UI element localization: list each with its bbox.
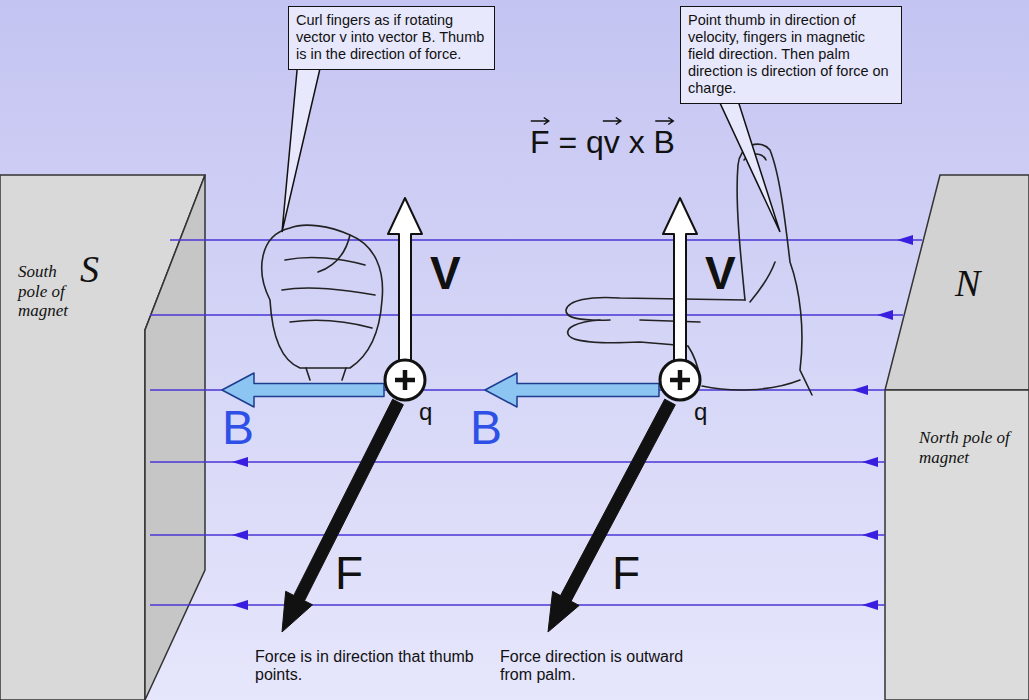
formula-title: F = qv x B [530, 118, 675, 166]
note-text: Force is in direction that thumb points. [255, 648, 480, 684]
note-text: Force direction is outward from palm. [500, 648, 700, 684]
palm-edge [702, 380, 800, 390]
velocity-label: V [430, 250, 461, 296]
field-arrowhead [232, 530, 248, 540]
thumb-outline [737, 144, 812, 395]
fist-hand [262, 225, 383, 380]
vector-mark [531, 118, 549, 125]
finger-crease [285, 258, 365, 265]
velocity-label: V [705, 250, 736, 296]
vector-mark [603, 118, 621, 125]
force-arrow [548, 399, 675, 632]
pole-name: North pole of magnet [919, 428, 1019, 467]
field-vector-arrow [222, 373, 384, 407]
field-arrowhead [232, 457, 248, 467]
velocity-arrow [388, 198, 422, 362]
field-arrowhead [862, 600, 878, 610]
vector-mark [655, 118, 673, 125]
positive-charge [660, 360, 700, 400]
plus-sign [670, 370, 690, 390]
vectors [222, 198, 700, 632]
field-line [150, 534, 885, 536]
south-magnet-side [145, 175, 205, 700]
field-label: B [222, 404, 254, 452]
field-arrowhead [862, 530, 878, 540]
field-arrowhead [852, 385, 868, 395]
fist-outline [262, 225, 383, 368]
field-arrowhead [232, 600, 248, 610]
finger-crease [282, 288, 375, 295]
charge-circle [385, 360, 425, 400]
field-vector-arrow [485, 373, 659, 407]
pole-name: South pole of magnet [18, 262, 90, 321]
field-line [170, 239, 922, 241]
callout-box: Curl fingers as if rotating vector v int… [288, 6, 495, 70]
north-magnet-face [885, 390, 1029, 700]
finger-outline [566, 298, 745, 321]
thumb-crease [750, 262, 775, 302]
force-label: F [612, 550, 640, 596]
thumb-crease [318, 235, 350, 272]
finger-crease [640, 320, 700, 322]
flat-hand [566, 144, 812, 395]
field-arrowhead [862, 457, 878, 467]
wrist [306, 368, 346, 380]
field-arrowhead [877, 310, 893, 320]
callout-text: Curl fingers as if rotating vector v int… [296, 12, 487, 63]
south-pole-label: SSouth pole of magnet [18, 248, 136, 348]
force-arrow [282, 399, 403, 632]
field-arrowhead [897, 235, 913, 245]
north-magnet-top [885, 175, 1029, 390]
plus-sign [395, 370, 415, 390]
pole-letter: N [955, 262, 980, 306]
callout-text: Point thumb in direction of velocity, fi… [688, 12, 894, 97]
charge-label: q [419, 400, 432, 424]
velocity-arrow [663, 198, 697, 362]
callout-tail [282, 60, 322, 232]
field-line [150, 604, 885, 606]
north-pole-label: N North pole of magnet [905, 262, 1023, 522]
field-label: B [470, 404, 502, 452]
pole-letter: S [80, 248, 99, 292]
charge-label: q [694, 400, 707, 424]
finger-crease [290, 320, 372, 328]
field-line [150, 461, 885, 463]
charge-circle [660, 360, 700, 400]
south-magnet-face [0, 175, 205, 700]
positive-charge [385, 360, 425, 400]
field-line [150, 314, 903, 316]
callout-box: Point thumb in direction of velocity, fi… [680, 6, 902, 104]
force-label: F [335, 550, 363, 596]
